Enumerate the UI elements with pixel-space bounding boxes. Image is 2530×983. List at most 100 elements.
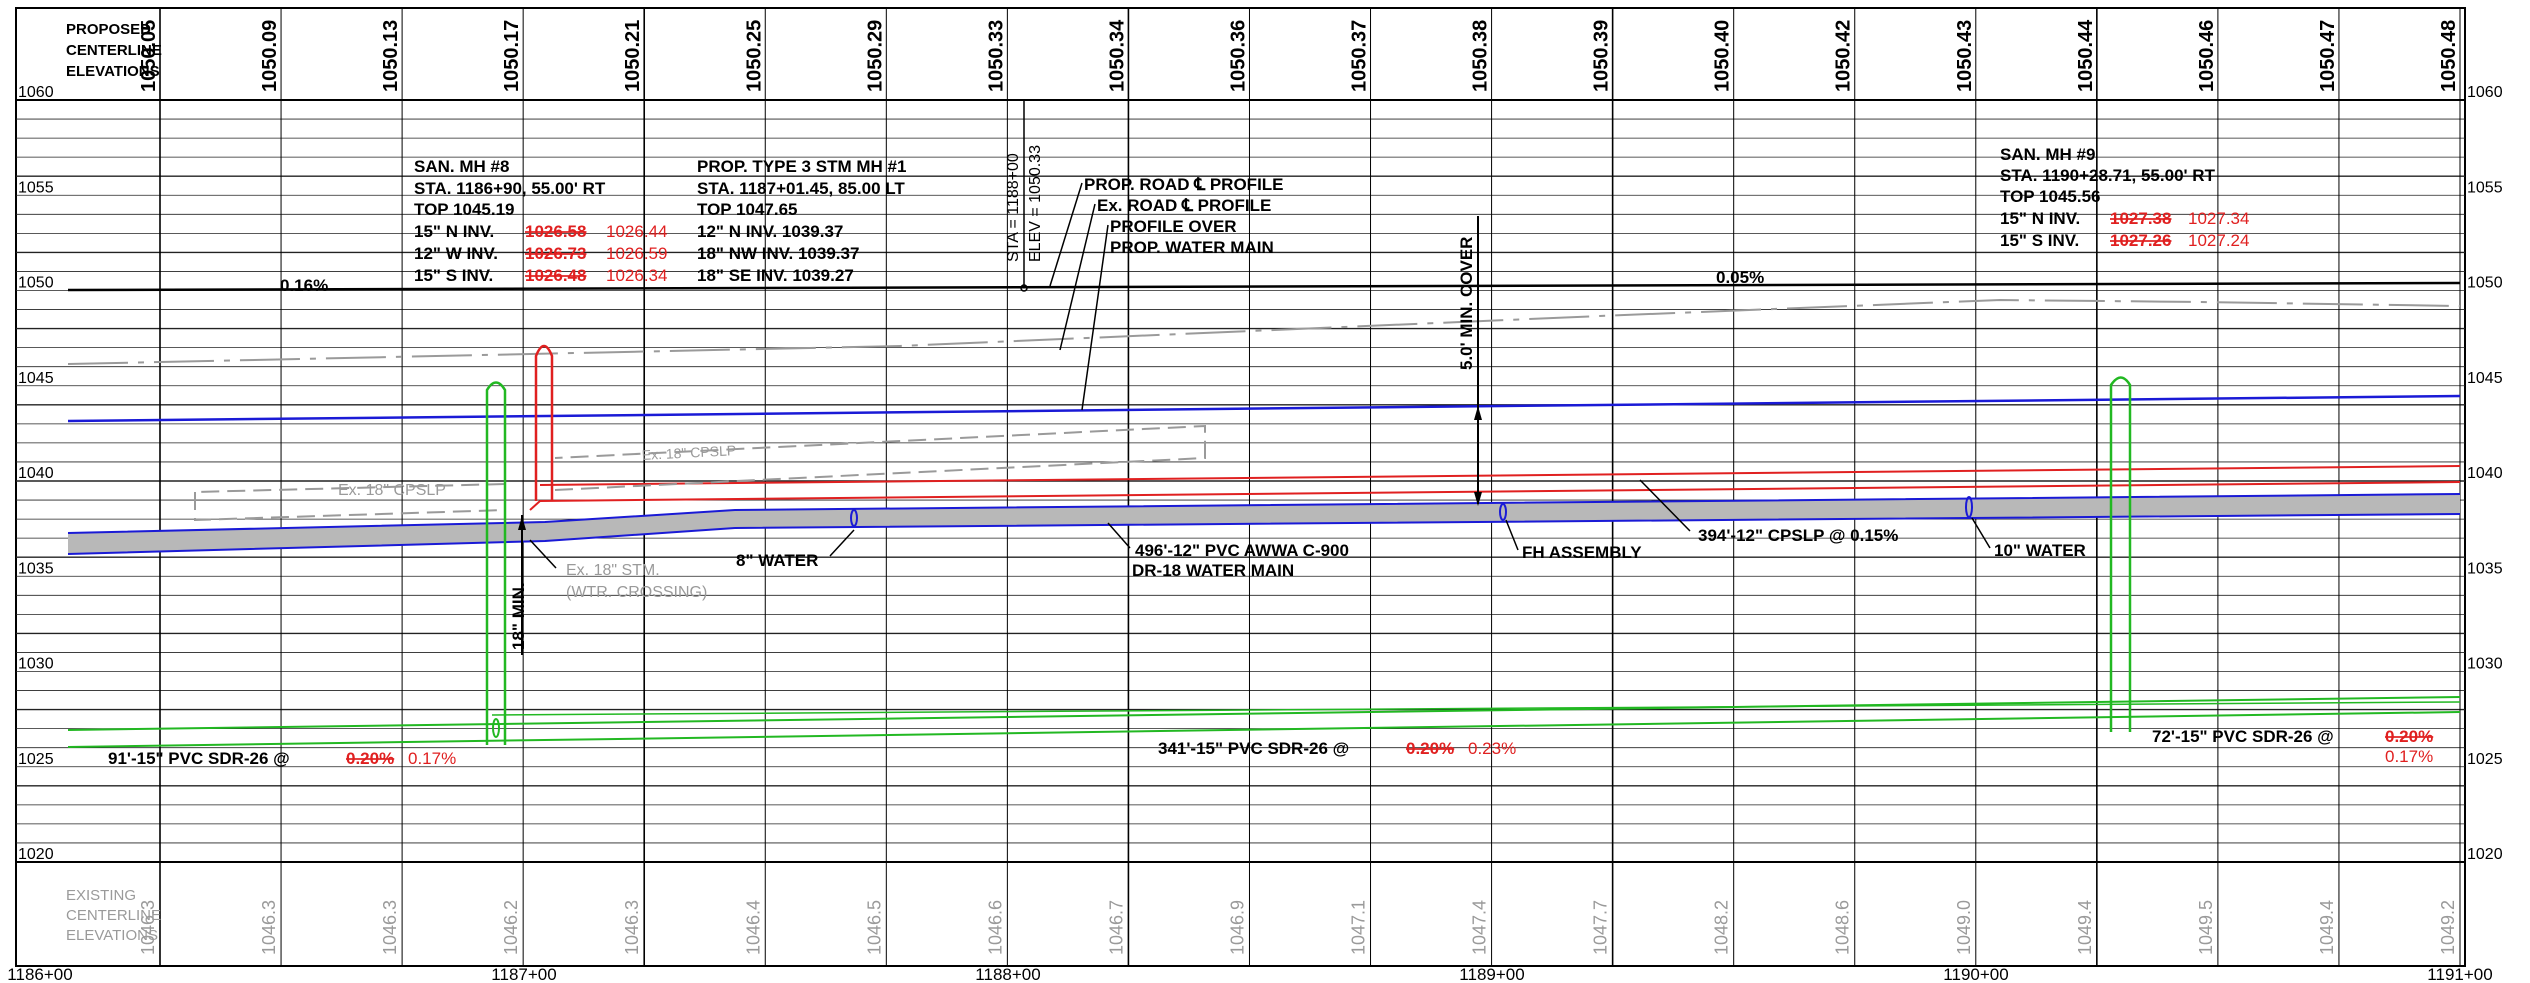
station-label: 1188+00 bbox=[975, 965, 1040, 983]
min-cover-arrow-down bbox=[1474, 492, 1482, 506]
proposed-elevation-value: 1050.39 bbox=[1591, 20, 1613, 92]
stm1-se-inv: 18" SE INV. 1039.27 bbox=[697, 266, 854, 285]
header-label-line-3: ELEVATIONS bbox=[66, 63, 160, 80]
mh8-n-inv-label: 15" N INV. bbox=[414, 222, 494, 241]
elevation-tick-right: 1020 bbox=[2467, 846, 2503, 863]
water-8-crossing bbox=[850, 509, 858, 527]
existing-elevation-value: 1046.3 bbox=[622, 900, 642, 955]
water-labels: 8" WATER 496'-12" PVC AWWA C-900 DR-18 W… bbox=[736, 526, 2086, 580]
elevation-tick-right: 1060 bbox=[2467, 84, 2503, 101]
sewer-right-label: 72'-15" PVC SDR-26 @ bbox=[2152, 727, 2334, 746]
water-10-label: 10" WATER bbox=[1994, 541, 2086, 560]
existing-elevations-label: EXISTING CENTERLINE ELEVATIONS bbox=[66, 887, 161, 944]
stm-mh-1-note: PROP. TYPE 3 STM MH #1 STA. 1187+01.45, … bbox=[697, 157, 906, 285]
min-cover-arrow-up bbox=[1474, 406, 1482, 420]
existing-elevation-value: 1046.6 bbox=[985, 900, 1005, 955]
elevation-tick-left: 1055 bbox=[18, 179, 54, 196]
elevation-tick-right: 1045 bbox=[2467, 370, 2503, 387]
proposed-elevation-value: 1050.46 bbox=[2196, 20, 2218, 92]
header-label-line-1: PROPOSED bbox=[66, 21, 151, 38]
station-label: 1186+00 bbox=[7, 965, 72, 983]
min-18-label: 18" MIN. bbox=[509, 582, 528, 650]
existing-elevation-value: 1046.3 bbox=[259, 900, 279, 955]
mh8-s-inv-label: 15" S INV. bbox=[414, 266, 493, 285]
existing-elevation-value: 1049.0 bbox=[1954, 900, 1974, 955]
existing-cpslp-mid bbox=[554, 424, 1206, 491]
elevation-tick-left: 1035 bbox=[18, 560, 54, 577]
sewer-left-old: 0.20% bbox=[346, 749, 394, 768]
elevation-tick-left: 1045 bbox=[18, 370, 54, 387]
sewer-left-label: 91'-15" PVC SDR-26 @ bbox=[108, 749, 290, 768]
profile-grid bbox=[15, 7, 2466, 967]
stm1-n-inv: 12" N INV. 1039.37 bbox=[697, 222, 843, 241]
elevation-tick-left: 1030 bbox=[18, 656, 54, 673]
existing-elevation-value: 1049.4 bbox=[2317, 900, 2337, 955]
legend-prop-road: PROP. ROAD ℄ PROFILE bbox=[1084, 175, 1284, 194]
water-main-top bbox=[67, 493, 2461, 534]
proposed-elevation-value: 1050.13 bbox=[380, 20, 402, 92]
elevation-tick-left: 1025 bbox=[18, 751, 54, 768]
existing-elevation-value: 1048.2 bbox=[1712, 900, 1732, 955]
water-main-bottom bbox=[67, 513, 2461, 555]
water-main-label-1: 496'-12" PVC AWWA C-900 bbox=[1135, 541, 1349, 560]
storm-line-lower bbox=[539, 481, 2461, 502]
proposed-elevation-value: 1050.25 bbox=[743, 20, 765, 92]
proposed-elevation-value: 1050.33 bbox=[985, 20, 1007, 92]
sanitary-sewer-top bbox=[67, 696, 2461, 731]
mh9-n-inv-old: 1027.38 bbox=[2110, 209, 2171, 228]
min-cover-label: 5.0' MIN. COVER bbox=[1457, 237, 1476, 370]
legend-profile-over: PROFILE OVER bbox=[1110, 217, 1237, 236]
mh9-sta: STA. 1190+28.71, 55.00' RT bbox=[2000, 166, 2216, 185]
proposed-elevation-value: 1050.44 bbox=[2075, 19, 2097, 92]
proposed-elevation-value: 1050.29 bbox=[864, 20, 886, 92]
sheet-border bbox=[15, 7, 2466, 967]
slope-right: 0.05% bbox=[1716, 268, 1764, 287]
cpslp-394-label: 394'-12" CPSLP @ 0.15% bbox=[1698, 526, 1898, 545]
sanitary-manhole-9 bbox=[2109, 376, 2132, 732]
manhole-8-invert bbox=[492, 718, 500, 738]
proposed-elevation-value: 1050.38 bbox=[1470, 20, 1492, 92]
legend-ex-road: Ex. ROAD ℄ PROFILE bbox=[1097, 196, 1271, 215]
sta-vertical-label: STA = 1188+00 bbox=[1005, 153, 1022, 262]
elevation-tick-right: 1035 bbox=[2467, 560, 2503, 577]
stm1-top: TOP 1047.65 bbox=[697, 200, 798, 219]
proposed-elevation-value: 1050.47 bbox=[2317, 20, 2339, 92]
elevation-tick-right: 1025 bbox=[2467, 751, 2503, 768]
header-label-line-2: CENTERLINE bbox=[66, 42, 162, 59]
sewer-right-new: 0.17% bbox=[2385, 747, 2433, 766]
mh9-title: SAN. MH #9 bbox=[2000, 145, 2095, 164]
wtr-crossing-label: (WTR. CROSSING) bbox=[566, 584, 707, 601]
proposed-elevation-value: 1050.17 bbox=[501, 20, 523, 92]
proposed-elevation-value: 1050.21 bbox=[622, 20, 644, 92]
storm-line-upper bbox=[539, 465, 2461, 486]
mh8-n-inv-new: 1026.44 bbox=[606, 222, 667, 241]
sewer-labels: 91'-15" PVC SDR-26 @ 0.20% 0.17% 341'-15… bbox=[108, 727, 2433, 768]
stm1-title: PROP. TYPE 3 STM MH #1 bbox=[697, 157, 906, 176]
station-gridlines bbox=[159, 8, 2461, 966]
elevation-tick-right: 1040 bbox=[2467, 465, 2503, 482]
footer-label-line-1: EXISTING bbox=[66, 887, 136, 904]
elevation-tick-right: 1050 bbox=[2467, 275, 2503, 292]
existing-elevation-value: 1046.4 bbox=[743, 900, 763, 955]
station-label: 1189+00 bbox=[1459, 965, 1524, 983]
proposed-elevation-value: 1050.34 bbox=[1106, 19, 1128, 92]
slope-left: 0.16% bbox=[280, 276, 328, 295]
existing-elevation-value: 1046.2 bbox=[501, 900, 521, 955]
mh8-n-inv-old: 1026.58 bbox=[525, 222, 586, 241]
proposed-elevation-value: 1050.43 bbox=[1954, 20, 1976, 92]
existing-elevation-value: 1048.6 bbox=[1833, 900, 1853, 955]
mh8-w-inv-label: 12" W INV. bbox=[414, 244, 498, 263]
proposed-elevation-value: 1050.48 bbox=[2438, 20, 2460, 92]
legend-prop-water-main: PROP. WATER MAIN bbox=[1110, 238, 1274, 257]
footer-label-line-2: CENTERLINE bbox=[66, 907, 161, 924]
sewer-mid-old: 0.20% bbox=[1406, 739, 1454, 758]
sewer-right-old: 0.20% bbox=[2385, 727, 2433, 746]
existing-elevation-value: 1049.4 bbox=[2075, 900, 2095, 955]
water-cover-profile bbox=[67, 394, 2461, 423]
station-label: 1190+00 bbox=[1943, 965, 2008, 983]
stm1-sta: STA. 1187+01.45, 85.00 LT bbox=[697, 179, 905, 198]
proposed-elevation-value: 1050.05 bbox=[138, 20, 160, 92]
